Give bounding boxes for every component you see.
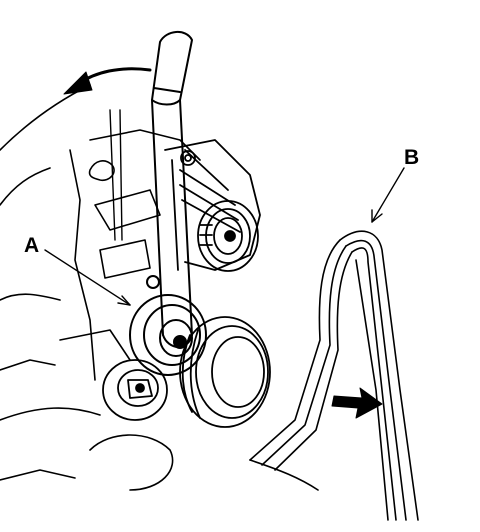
callout-b-label: B: [404, 146, 420, 169]
idler-pulley: [102, 359, 168, 421]
alternator: [164, 139, 261, 271]
crank-pulley: [179, 316, 271, 428]
rotation-arrow-icon: [63, 67, 152, 95]
engine-block: [0, 84, 201, 491]
drive-belt: [249, 230, 419, 521]
callout-a-label: A: [24, 234, 40, 257]
leader-lines: [44, 167, 405, 306]
tensioner-pulley: [129, 275, 207, 376]
alternator-pulley: [197, 200, 259, 272]
push-arrow-icon: [331, 387, 383, 419]
wrench-handle: [151, 31, 193, 348]
